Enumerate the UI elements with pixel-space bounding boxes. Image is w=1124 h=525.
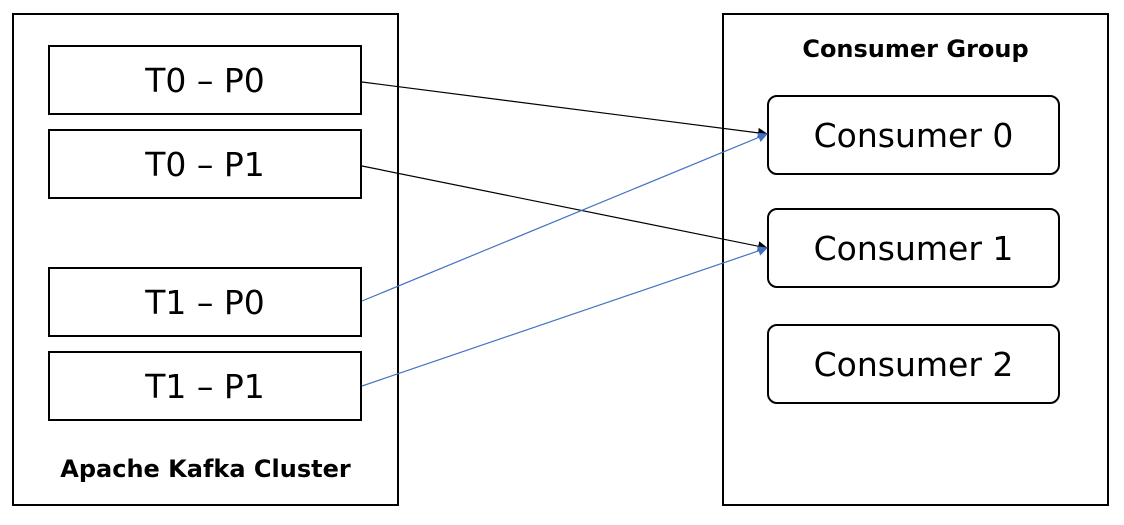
arrow-t1-p0-to-consumer-0 xyxy=(361,132,768,302)
partition-t0-p0: T0 – P0 xyxy=(48,45,362,115)
consumer-1: Consumer 1 xyxy=(767,208,1060,288)
consumer-0: Consumer 0 xyxy=(767,95,1060,175)
cluster-label: Apache Kafka Cluster xyxy=(60,455,351,483)
partition-t1-p0: T1 – P0 xyxy=(48,267,362,337)
partition-t1-p1: T1 – P1 xyxy=(48,351,362,421)
partition-t0-p1: T0 – P1 xyxy=(48,129,362,199)
consumer-2: Consumer 2 xyxy=(767,324,1060,404)
arrow-t0-p1-to-consumer-1 xyxy=(361,165,768,252)
arrow-t1-p1-to-consumer-1 xyxy=(361,246,768,387)
arrow-t0-p0-to-consumer-0 xyxy=(361,81,768,138)
consumer-group-label: Consumer Group xyxy=(802,35,1029,63)
